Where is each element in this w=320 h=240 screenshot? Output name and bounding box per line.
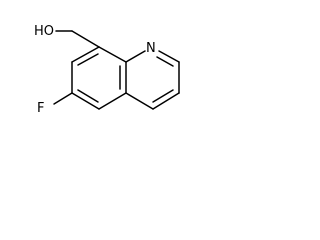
bond-c8a-n1 xyxy=(125,50,146,63)
molecule-structure: HO N F xyxy=(34,24,180,116)
bond-c6-f xyxy=(53,92,73,105)
bond-c5-c6 xyxy=(71,92,100,110)
hydroxyl-label: HO xyxy=(34,24,54,39)
bond-c5-c6-inner xyxy=(77,89,99,103)
nitrogen-label: N xyxy=(146,41,156,56)
bond-n1-c2 xyxy=(158,50,180,63)
bond-n1-c2-inner xyxy=(156,56,174,67)
fluorine-label: F xyxy=(37,101,44,116)
bond-c3-c4-inner xyxy=(152,89,174,103)
atom-labels: HO N F xyxy=(34,24,156,116)
bonds xyxy=(53,30,180,110)
bond-c7-c8 xyxy=(71,46,100,63)
bond-ch2-c8 xyxy=(71,30,100,48)
bond-c4a-c5 xyxy=(98,92,127,110)
bond-c4-c4a xyxy=(125,92,154,110)
bond-c8-c7-inner xyxy=(77,53,99,66)
bond-c3-c4 xyxy=(152,92,180,110)
bond-c8-c8a xyxy=(98,46,127,63)
